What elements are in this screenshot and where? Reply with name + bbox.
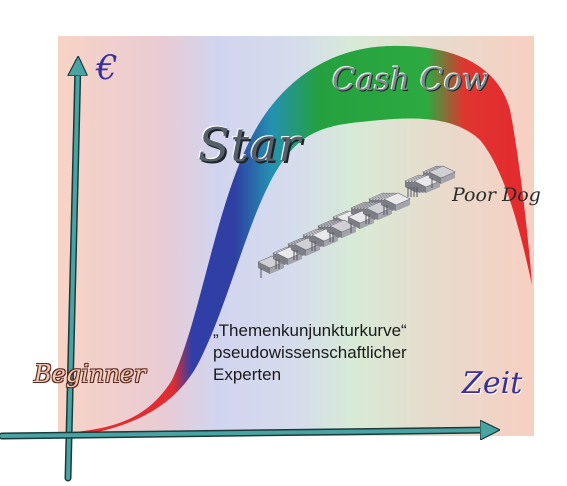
poor-dog-label: Poor Dog (452, 184, 541, 206)
y-axis-label: € (96, 48, 118, 88)
cube-cluster-illustration (257, 165, 456, 278)
x-axis-core (0, 430, 492, 436)
cube-tile (383, 192, 411, 215)
star-label: Star (198, 118, 302, 172)
theme-curve (60, 45, 532, 438)
caption-line: pseudowissenschaftlicher (213, 343, 407, 362)
caption: „Themenkunjunkturkurve“ pseudowissenscha… (213, 320, 407, 386)
cube-tile (428, 165, 456, 188)
beginner-label: Beginner (34, 360, 146, 388)
caption-line: „Themenkunjunkturkurve“ (213, 321, 407, 340)
y-axis-core (66, 64, 78, 480)
x-axis-label: Zeit (462, 366, 523, 401)
caption-line: Experten (213, 365, 282, 384)
cash-cow-label: Cash Cow (332, 62, 489, 98)
